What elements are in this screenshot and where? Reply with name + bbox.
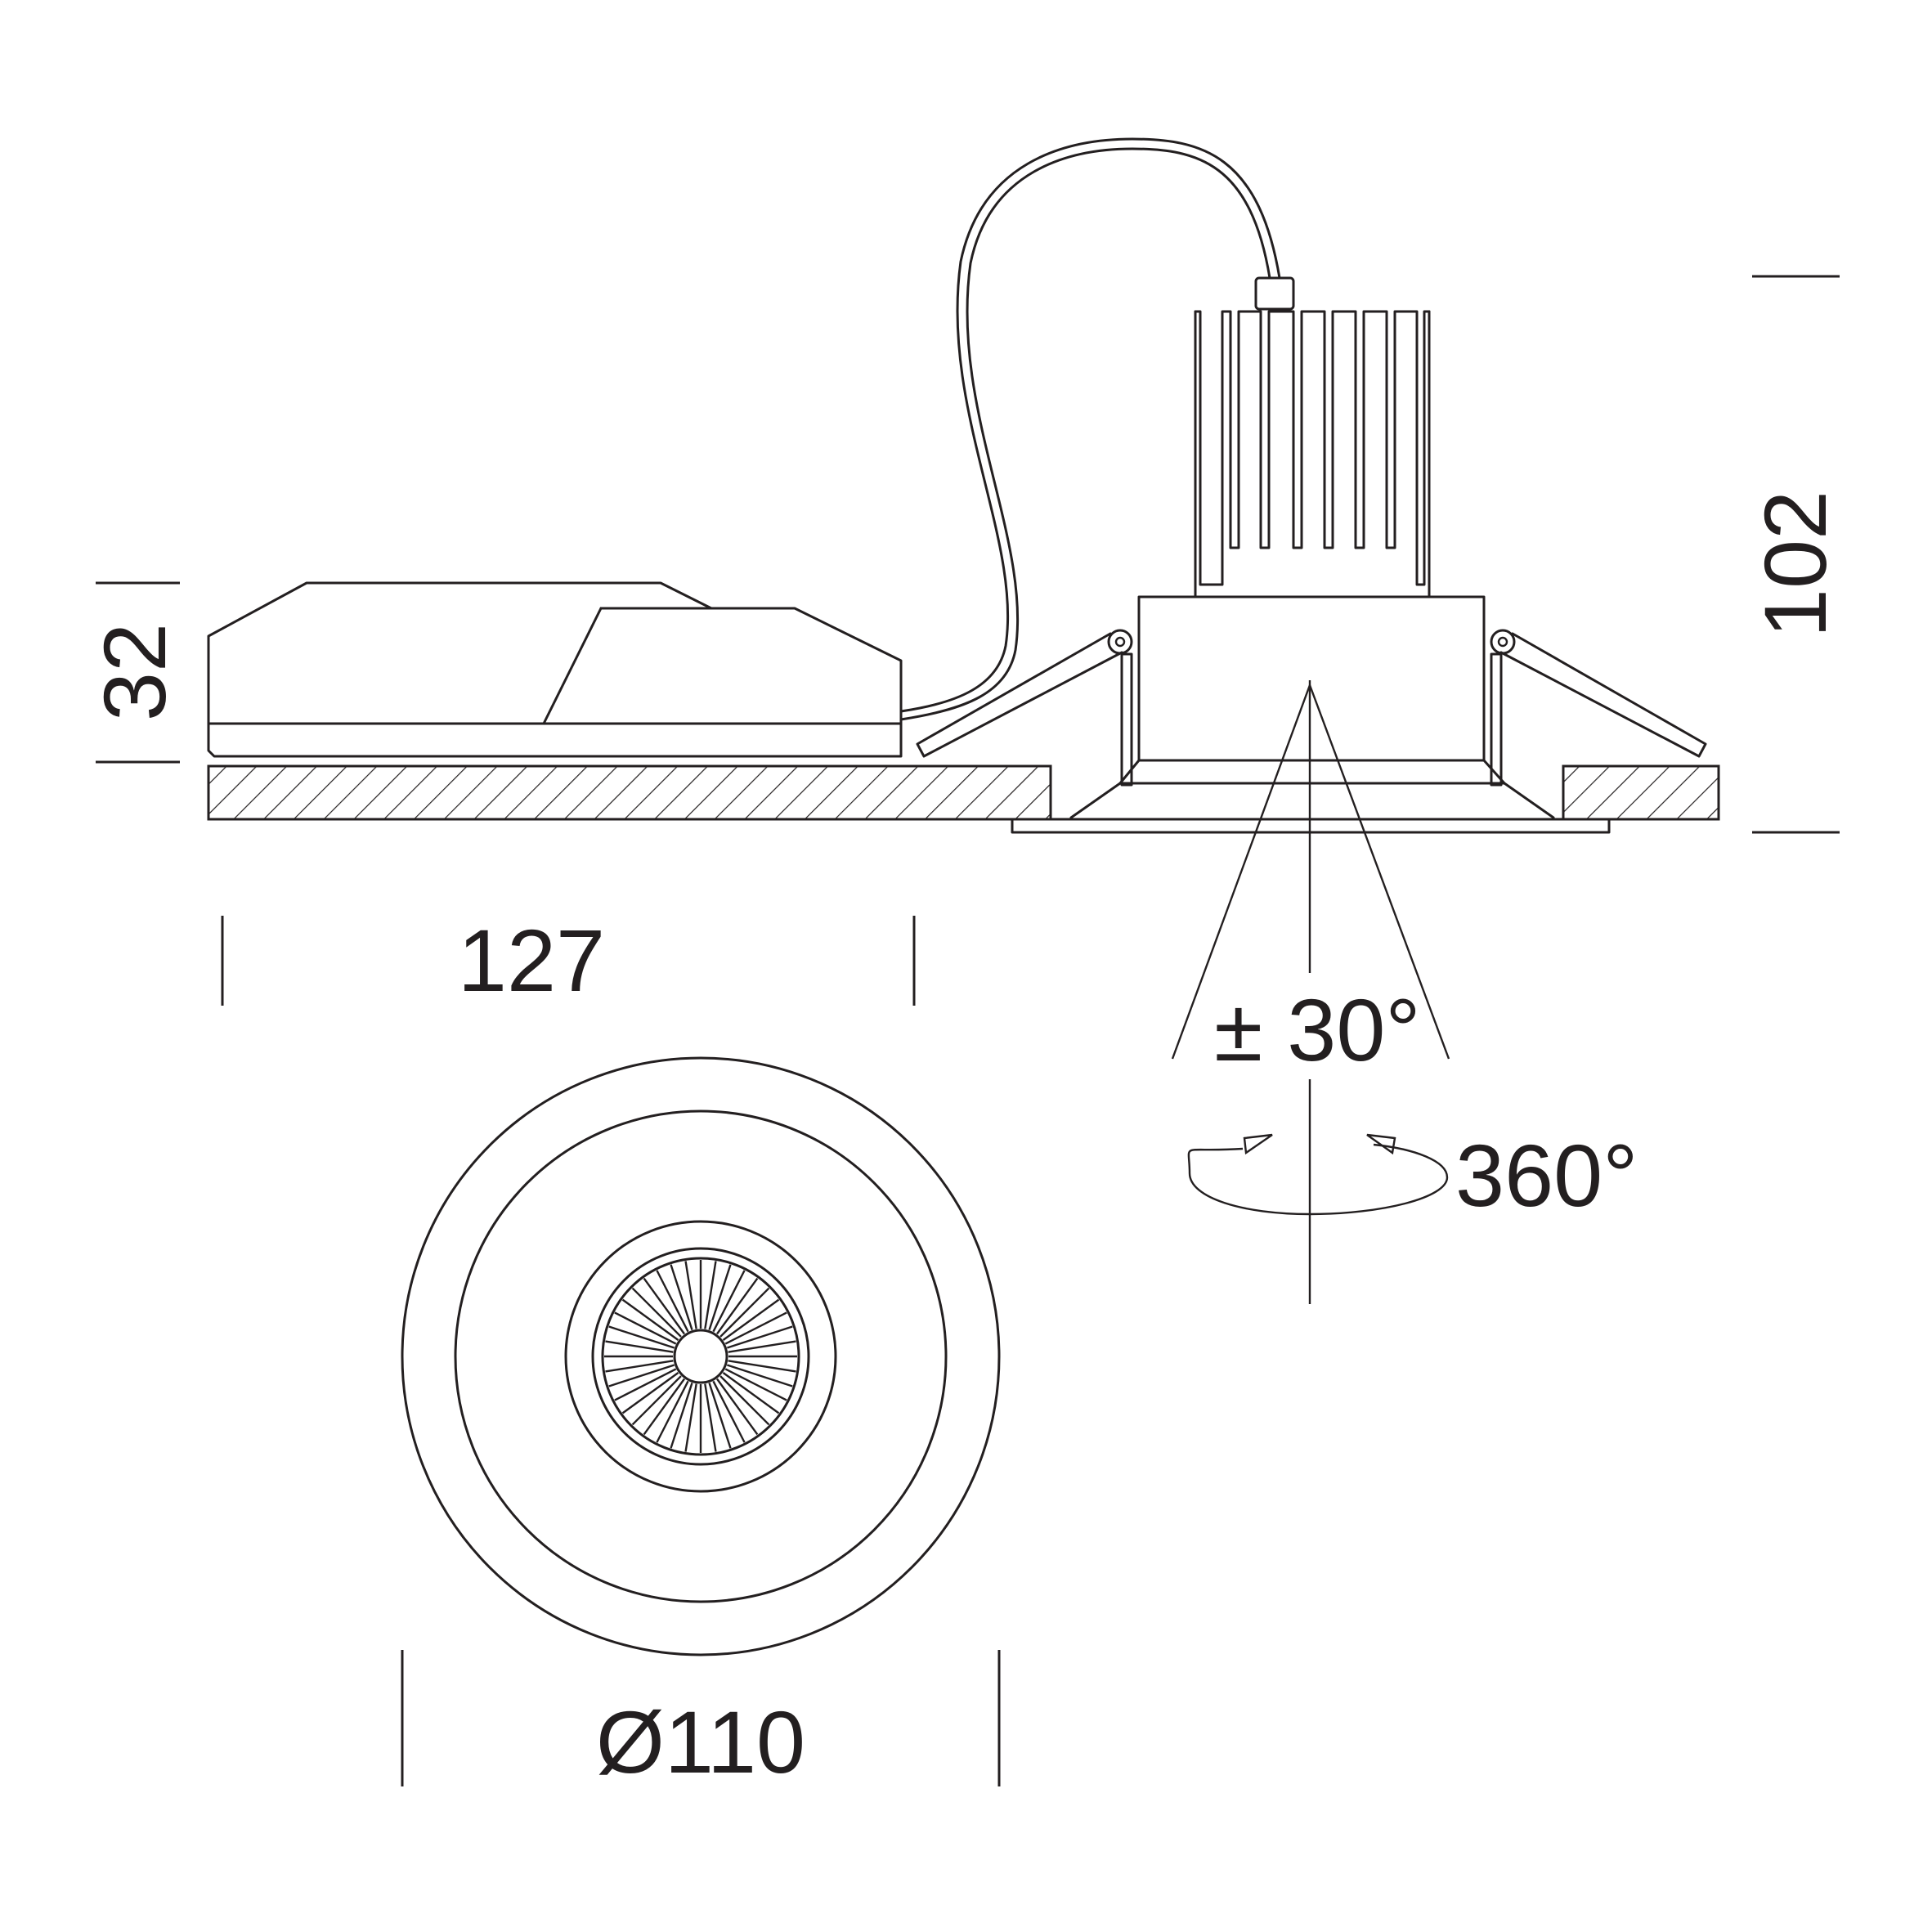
louver-blade xyxy=(684,1261,697,1329)
louver-blade xyxy=(728,1340,796,1353)
louver-blade xyxy=(716,1277,759,1335)
louver-blade xyxy=(722,1372,780,1414)
louver-blade xyxy=(704,1383,717,1452)
louver-blade xyxy=(656,1270,689,1333)
louver-blade xyxy=(643,1378,685,1436)
louver-blade xyxy=(719,1287,770,1338)
driver-box xyxy=(207,581,903,758)
louver-blade xyxy=(726,1325,793,1349)
louver-blade xyxy=(728,1360,796,1373)
louver-blade xyxy=(704,1261,717,1329)
louver-blade xyxy=(726,1364,793,1387)
label-102: 102 xyxy=(1746,491,1845,638)
louver-blade xyxy=(670,1382,693,1449)
louver-blade xyxy=(614,1311,677,1345)
louver-blade xyxy=(605,1340,674,1353)
ceiling-section-right xyxy=(1562,764,1720,821)
louver-blade xyxy=(708,1382,732,1449)
spring-clip-left xyxy=(916,632,1123,758)
dimension-total-height: 102 xyxy=(1746,275,1845,834)
louver-blade xyxy=(605,1360,674,1373)
label-tilt: ± 30° xyxy=(1214,980,1421,1079)
ceiling-section-left xyxy=(207,764,1052,821)
dimension-driver-height: 32 xyxy=(85,581,184,764)
label-32: 32 xyxy=(85,623,184,721)
louver-blade xyxy=(614,1368,677,1401)
louver-blade xyxy=(621,1298,679,1341)
louver-blade xyxy=(712,1270,746,1333)
heat-sink xyxy=(1194,276,1431,598)
louver-blade xyxy=(724,1368,787,1401)
louver-blade xyxy=(643,1277,685,1335)
louver-blade xyxy=(631,1375,682,1426)
front-view-luminaire xyxy=(401,1056,1001,1656)
louver-blade xyxy=(608,1325,675,1349)
louver-blade xyxy=(716,1378,759,1436)
power-cable xyxy=(899,137,1281,721)
louver-blade xyxy=(724,1311,787,1345)
label-diameter: Ø110 xyxy=(596,1692,805,1791)
louver-blade xyxy=(608,1364,675,1387)
spring-clip-right xyxy=(1499,632,1707,758)
dimension-driver-length: 127 xyxy=(221,911,916,1010)
dimension-diameter: Ø110 xyxy=(401,1650,1001,1791)
louver-blade xyxy=(684,1383,697,1452)
louver-blade xyxy=(708,1264,732,1331)
rotation-indicator xyxy=(1187,1079,1449,1304)
louver-blade xyxy=(631,1287,682,1338)
louver-blades xyxy=(604,1260,797,1453)
label-127: 127 xyxy=(458,911,605,1010)
louver-blade xyxy=(712,1380,746,1443)
louver-blade xyxy=(670,1264,693,1331)
louver-blade xyxy=(722,1298,780,1341)
label-rotation: 360° xyxy=(1455,1126,1638,1225)
louver-blade xyxy=(621,1372,679,1414)
louver-blade xyxy=(656,1380,689,1443)
louver-blade xyxy=(719,1375,770,1426)
beam-tilt-lines xyxy=(1171,680,1450,1060)
